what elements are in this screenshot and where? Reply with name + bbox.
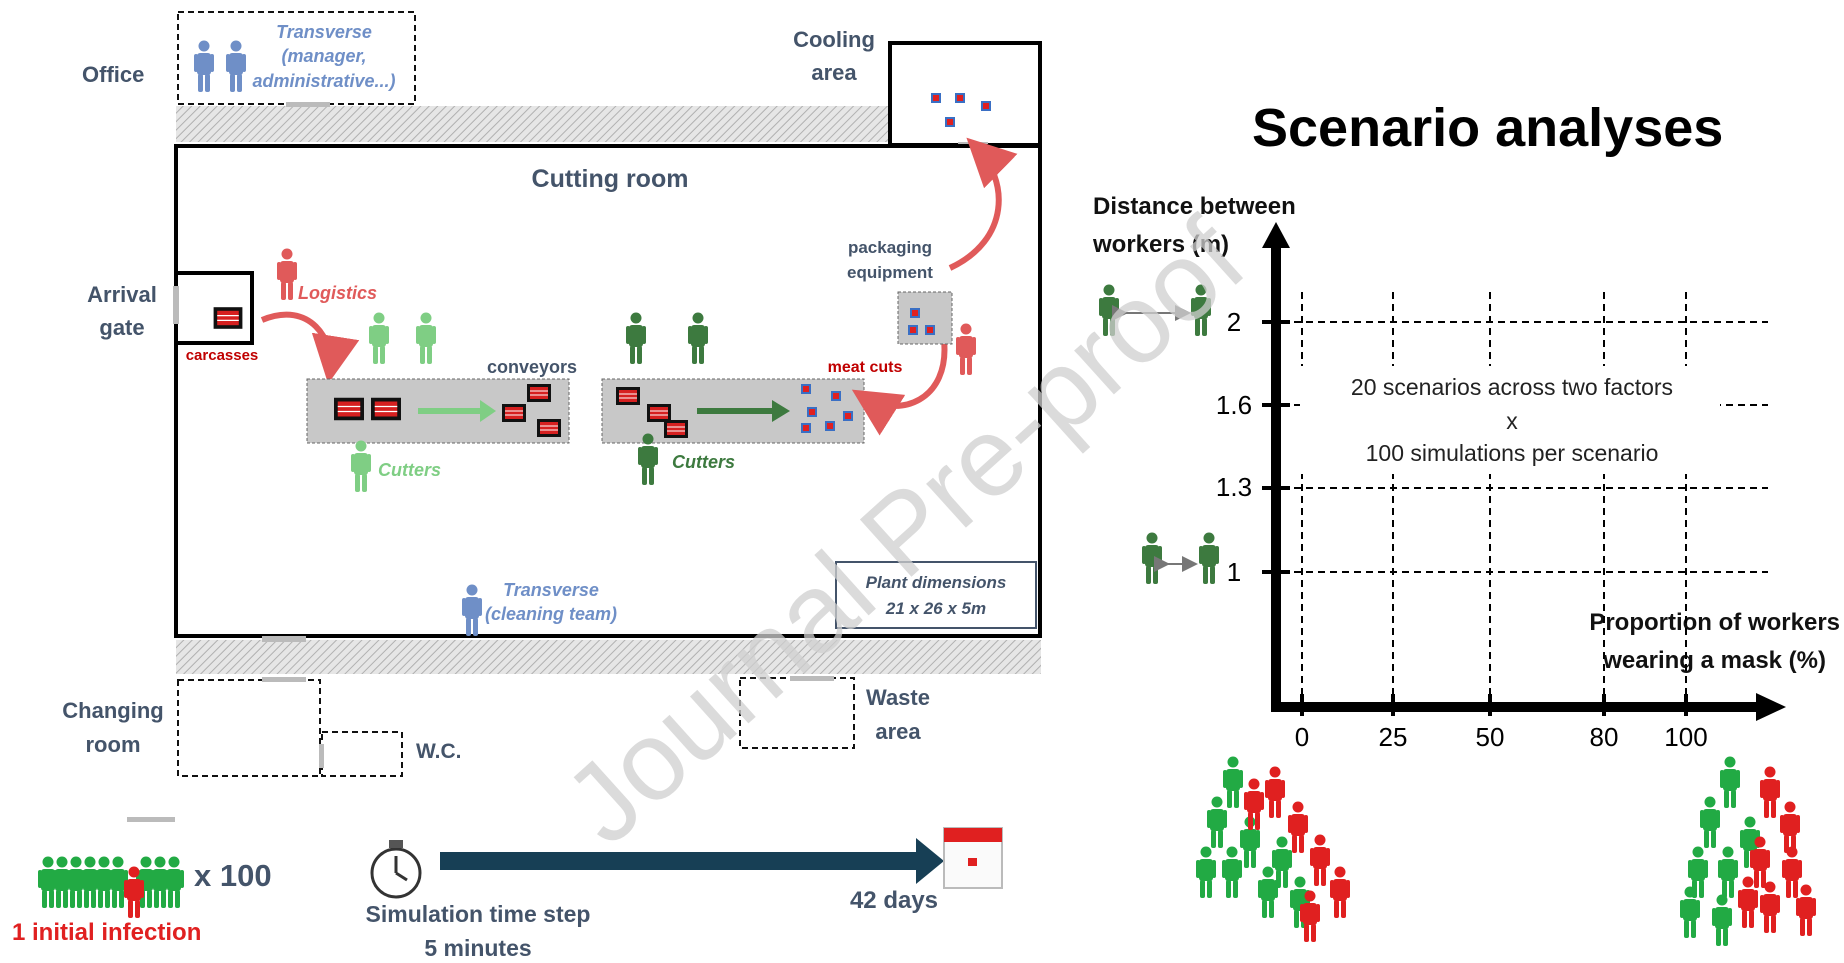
transverse-bottom-1: Transverse: [503, 580, 599, 600]
changing-room-box: [177, 679, 321, 777]
transverse-top-1: Transverse: [276, 22, 372, 42]
cooling-box: [888, 41, 1042, 147]
x-tick-50: 50: [1476, 722, 1505, 752]
x-axis-label-1: Proportion of workers: [1589, 609, 1840, 636]
arrival-door: [173, 286, 179, 324]
logistics-worker-icon: [277, 248, 297, 300]
population-crowd-icon: [38, 856, 184, 908]
stopwatch-icon: [370, 840, 422, 899]
arrival-label-1: Arrival: [87, 282, 157, 307]
logistics-arrow-icon: [260, 311, 360, 384]
changing-room-2: room: [86, 732, 141, 757]
waste-door: [790, 676, 834, 681]
timeline-arrow-shaft: [440, 852, 918, 870]
x-axis-label-2: wearing a mask (%): [1602, 647, 1826, 674]
calendar-icon: [943, 827, 1003, 889]
cutters-left-label: Cutters: [378, 460, 441, 480]
y-tick-1-3: 1.3: [1216, 472, 1252, 502]
waste-box: [739, 677, 855, 749]
logistics-label: Logistics: [298, 283, 377, 303]
office-label: Office: [82, 62, 144, 87]
conveyor-arrowhead-left-icon: [480, 400, 496, 422]
arrival-label-2: gate: [99, 315, 144, 340]
x-tick-25: 25: [1379, 722, 1408, 752]
x-tick-0: 0: [1295, 722, 1309, 752]
distance-near-icon: [1142, 532, 1219, 584]
carcass-icon: [213, 306, 243, 330]
timeline-arrowhead-icon: [916, 838, 944, 884]
packaging-arrow-icon: [948, 137, 1018, 271]
y-axis-label-2: workers (m): [1092, 231, 1229, 258]
y-tick-1: 1: [1227, 557, 1241, 587]
x-axis-arrowhead-icon: [1756, 693, 1786, 721]
plant-dimensions-2: 21 x 26 x 5m: [885, 599, 986, 618]
x-tick-100: 100: [1664, 722, 1707, 752]
office-worker-icon: [194, 40, 246, 92]
packaging-label-1: packaging: [848, 238, 932, 257]
transverse-bottom-2: (cleaning team): [485, 604, 617, 624]
y-axis-arrowhead-icon: [1262, 222, 1290, 248]
scenario-title: Scenario analyses: [1252, 98, 1723, 158]
small-grey-bar: [127, 817, 175, 822]
time-step-1: Simulation time step: [366, 901, 591, 927]
mask-crowd-icon: [1680, 756, 1816, 946]
changing-room-1: Changing: [62, 698, 163, 723]
waste-2: area: [875, 719, 921, 744]
cutting-room-box: [174, 144, 1042, 638]
changing-door: [262, 677, 306, 682]
x-tick-80: 80: [1590, 722, 1619, 752]
y-axis-label-1: Distance between: [1093, 193, 1296, 220]
y-tick-1-6: 1.6: [1216, 390, 1252, 420]
bottom-wall: [176, 640, 1041, 674]
y-tick-2: 2: [1227, 307, 1241, 337]
conveyor-arrowhead-right-icon: [772, 400, 790, 422]
cooling-label-1: Cooling: [793, 27, 875, 52]
carcasses-label: carcasses: [186, 347, 259, 364]
packaging-label-2: equipment: [847, 263, 933, 282]
plant-dimensions-1: Plant dimensions: [866, 573, 1007, 592]
duration-label: 42 days: [850, 887, 938, 914]
top-wall: [176, 106, 888, 142]
meat-cuts-label: meat cuts: [828, 359, 903, 376]
distance-far-icon: [1099, 284, 1211, 336]
cooling-label-2: area: [811, 60, 857, 85]
wc-label: W.C.: [416, 740, 462, 763]
center-text-2: x: [1506, 408, 1518, 434]
bottom-door-1: [262, 636, 306, 642]
conveyors-label: conveyors: [487, 357, 577, 377]
multiplier-label: x 100: [194, 858, 272, 893]
initial-infection-label: 1 initial infection: [12, 919, 201, 946]
no-mask-crowd-icon: [1196, 756, 1350, 942]
center-text-1: 20 scenarios across two factors: [1351, 374, 1673, 400]
center-text-3: 100 simulations per scenario: [1366, 440, 1659, 466]
transverse-top-3: administrative...): [252, 71, 395, 91]
wc-door: [319, 744, 324, 768]
time-step-2: 5 minutes: [424, 935, 531, 958]
wc-box: [321, 731, 403, 777]
cleaning-worker-icon: [462, 584, 482, 636]
packaging-equipment: [897, 291, 953, 345]
cutting-room-label: Cutting room: [532, 165, 689, 193]
center-text-bg: [1300, 366, 1720, 474]
packaging-worker-icon: [956, 323, 976, 375]
cutters-right-label: Cutters: [672, 452, 735, 472]
plant-dimensions-box: [835, 561, 1037, 629]
transverse-top-2: (manager,: [281, 46, 366, 66]
office-door: [286, 102, 330, 107]
waste-1: Waste: [866, 685, 930, 710]
office-box: [177, 11, 416, 105]
meat-cuts-arrow-icon: [851, 339, 948, 436]
